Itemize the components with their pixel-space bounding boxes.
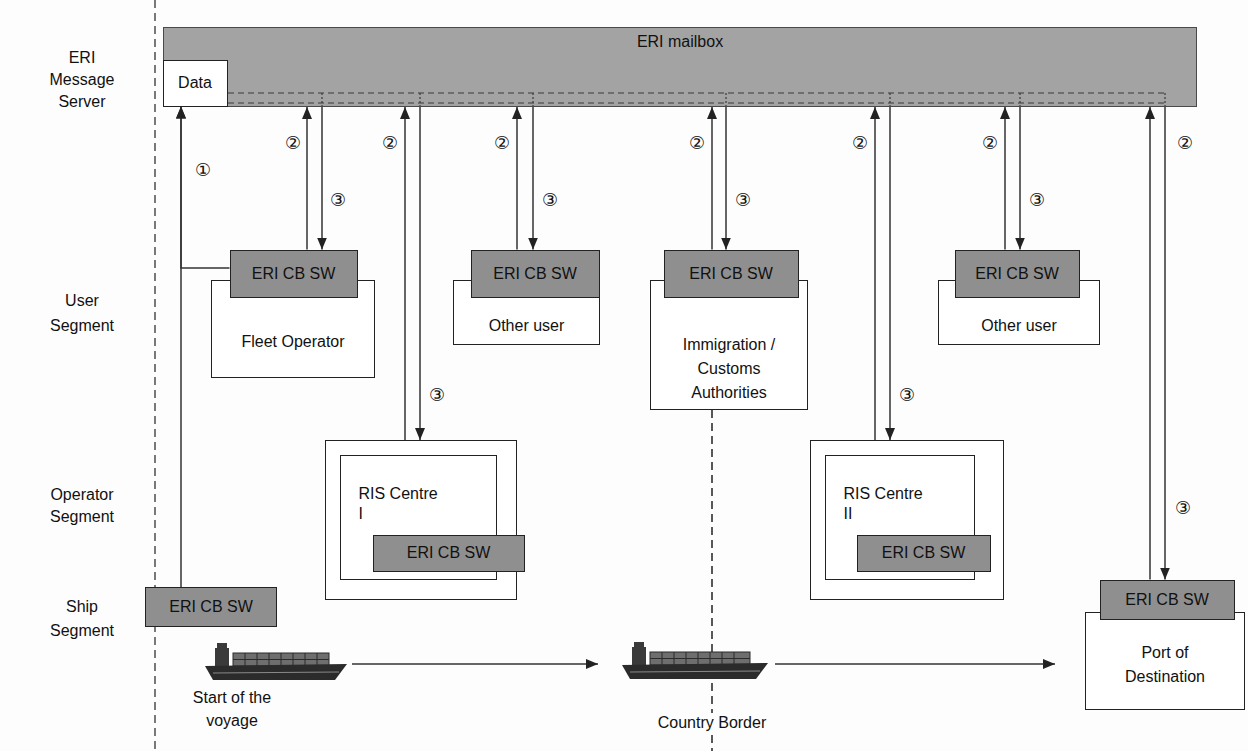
node-text: ERI CB SW [882,543,966,563]
callout-number: ② [285,134,301,152]
callout-number: ③ [1175,499,1191,517]
node-text: ERI CB SW [493,264,577,284]
message-arrow [404,107,406,440]
ship-icon [205,643,347,680]
message-arrow [1164,107,1166,580]
segment-label: ERI Message Server [40,47,124,113]
callout-number: ② [852,134,868,152]
software-tab: ERI CB SW [664,250,799,298]
node-text: ERI CB SW [689,264,773,284]
port-box: Port of DestinationERI CB SW [1085,612,1245,710]
voyage-arrow [775,663,1055,664]
segment-label: User Segment [40,288,124,338]
mailbox-band: ERI mailboxData [163,27,1197,107]
mailbox-data-lines [228,93,1165,103]
voyage-arrow [352,663,598,664]
message-arrow [711,107,713,250]
callout-number: ③ [1029,191,1045,209]
segment-label: Ship Segment [40,595,124,643]
software-tab: ERI CB SW [955,250,1080,298]
callout-number: ② [689,134,705,152]
node-text: RIS Centre I [359,484,443,524]
callout-number: ③ [429,386,445,404]
mailbox-drop-lines [322,93,1165,107]
node-text: Port of Destination [1110,641,1220,689]
callout-number: ② [494,134,510,152]
message-arrow [321,107,323,250]
ship-icon [622,642,768,679]
callout-number: ① [195,161,211,179]
software-tab: ERI CB SW [471,250,600,298]
location-label: Start of the voyage [180,686,284,732]
message-arrow [419,107,421,440]
message-arrow [874,107,876,440]
node-text: ERI mailbox [637,32,723,52]
node-text: ERI CB SW [407,543,491,563]
node-text: ERI CB SW [169,597,253,617]
message-arrow [1004,107,1006,250]
message-arrow [1019,107,1021,250]
data-box: Data [163,60,228,107]
user-box: Other userERI CB SW [453,280,600,345]
node-text: Other user [489,315,565,337]
node-text: Data [178,73,212,93]
node-text: ERI CB SW [975,264,1059,284]
node-text: Fleet Operator [241,331,344,353]
mailbox-fill [163,27,1197,107]
callout-number: ② [382,134,398,152]
node-text: Other user [981,315,1057,337]
message-arrow [1149,107,1151,580]
node-text: Immigration / Customs Authorities [664,333,794,405]
ris-centre-frame: RIS Centre II ERI CB SW [810,440,1004,600]
segment-divider [154,0,155,751]
authority-box: Immigration / Customs AuthoritiesERI CB … [650,280,808,410]
segment-label: Operator Segment [40,484,124,528]
software-tab: ERI CB SW [1100,580,1235,620]
message-arrow [181,107,230,269]
node-text: ERI CB SW [1125,590,1209,610]
callout-number: ③ [542,191,558,209]
message-arrow [889,107,891,440]
message-arrow [306,107,308,250]
software-tab: ERI CB SW [857,535,991,572]
software-tab: ERI CB SW [373,535,525,572]
user-box: Fleet OperatorERI CB SW [211,280,375,378]
software-tab: ERI CB SW [230,250,358,298]
software-tab: ERI CB SW [145,587,277,627]
callout-number: ③ [735,191,751,209]
location-label: Country Border [654,713,771,733]
node-text: RIS Centre II [844,484,928,524]
ris-centre-frame: RIS Centre I ERI CB SW [325,440,517,600]
callout-number: ③ [899,386,915,404]
border-line [711,410,713,751]
callout-number: ② [982,134,998,152]
callout-number: ③ [330,191,346,209]
callout-number: ② [1177,134,1193,152]
message-arrow [532,107,534,250]
node-text: ERI CB SW [252,264,336,284]
message-arrow [516,107,518,250]
message-arrow [725,107,727,250]
user-box: Other userERI CB SW [938,280,1100,345]
